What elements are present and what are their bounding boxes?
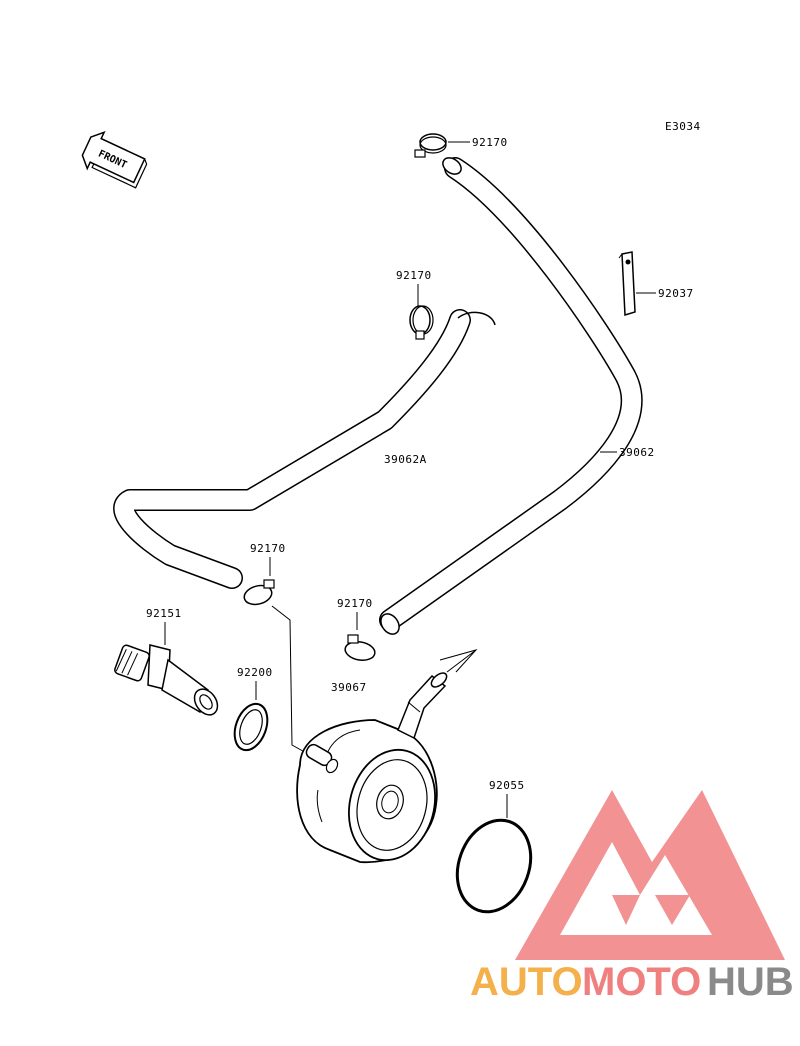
- part-label-92170-mid: 92170: [396, 269, 432, 282]
- part-label-92151: 92151: [146, 607, 182, 620]
- part-label-92170-top: 92170: [472, 136, 508, 149]
- part-label-39062A: 39062A: [384, 453, 427, 466]
- part-label-92055: 92055: [489, 779, 525, 792]
- diagram-code: E3034: [665, 120, 701, 133]
- part-label-39062: 39062: [619, 446, 655, 459]
- clamp-icon-right: [344, 634, 376, 661]
- part-label-92037: 92037: [658, 287, 694, 300]
- clamp-icon-top: [414, 133, 447, 158]
- watermark-text-hub: HUB: [707, 960, 794, 1004]
- bracket-icon: [618, 251, 636, 316]
- oil-cooler-icon: [296, 649, 478, 864]
- hose-39062: [379, 157, 643, 635]
- watermark-logo-icon: [515, 790, 785, 960]
- clamp-icon-left: [243, 579, 275, 606]
- part-label-92200: 92200: [237, 666, 273, 679]
- hose-39062A: [113, 309, 496, 589]
- gasket-icon: [233, 702, 269, 752]
- part-label-39067: 39067: [331, 681, 367, 694]
- o-ring-icon: [455, 818, 533, 914]
- banjo-bolt-icon: [114, 644, 219, 716]
- watermark-text-auto: AUTO: [470, 960, 583, 1004]
- watermark-text-moto: MOTO: [582, 960, 701, 1004]
- front-arrow-icon: FRONT: [81, 130, 148, 189]
- part-label-92170-right: 92170: [337, 597, 373, 610]
- clamp-icon-mid: [409, 305, 434, 340]
- part-label-92170-left: 92170: [250, 542, 286, 555]
